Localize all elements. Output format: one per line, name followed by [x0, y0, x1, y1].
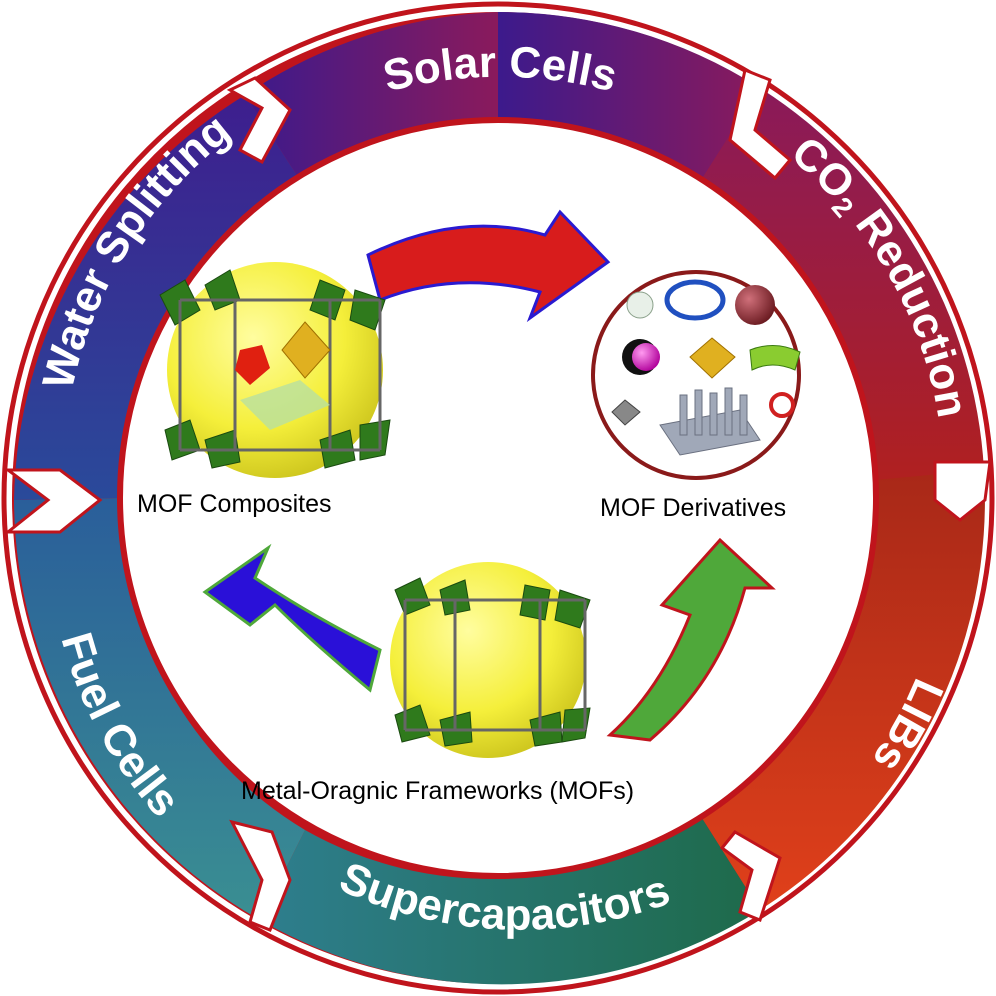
- chevron-separator: [229, 819, 292, 932]
- ring-segment-supercapacitors: [260, 815, 760, 985]
- mof-composites-label: MOF Composites: [137, 490, 332, 518]
- octahedron-icon: [689, 337, 736, 379]
- ring-segment-water: [14, 95, 300, 500]
- mof-composites-structure: [159, 262, 391, 478]
- graphene-sheet-icon: [240, 380, 330, 430]
- nanopillar-array-icon: [659, 387, 761, 456]
- chevron-separator: [728, 67, 793, 181]
- red-nanoparticle-icon: [235, 345, 270, 385]
- mof-derivatives-label: MOF Derivatives: [600, 494, 787, 522]
- ring-segment-solar: [498, 11, 760, 183]
- ring-segment-fuel: [14, 498, 305, 920]
- composites-to-derivatives-arrow: [366, 209, 611, 323]
- spiky-sphere-icon: [735, 285, 775, 325]
- chevron-separator: [933, 460, 992, 522]
- hollow-shell-icon: [769, 392, 795, 418]
- gold-octahedron-icon: [281, 321, 331, 379]
- graphene-ribbon-icon: [749, 345, 801, 371]
- small-crystal-icon: [611, 399, 641, 426]
- mof-derivatives-circle: [591, 270, 801, 480]
- ring-segment-co2: [700, 88, 984, 480]
- mofs-to-composites-arrow: [202, 543, 382, 693]
- mofs-label: Metal-Oragnic Frameworks (MOFs): [241, 777, 635, 805]
- mofs-structure: [390, 562, 591, 758]
- mofs-to-derivatives-arrow: [606, 537, 776, 742]
- chevron-separator: [719, 830, 782, 922]
- porous-sphere-icon: [626, 291, 654, 319]
- ring-segment-libs: [700, 470, 985, 910]
- chevron-separator: [3, 468, 103, 534]
- carbon-nanotube-icon: [664, 279, 726, 321]
- chevron-separator: [226, 76, 292, 165]
